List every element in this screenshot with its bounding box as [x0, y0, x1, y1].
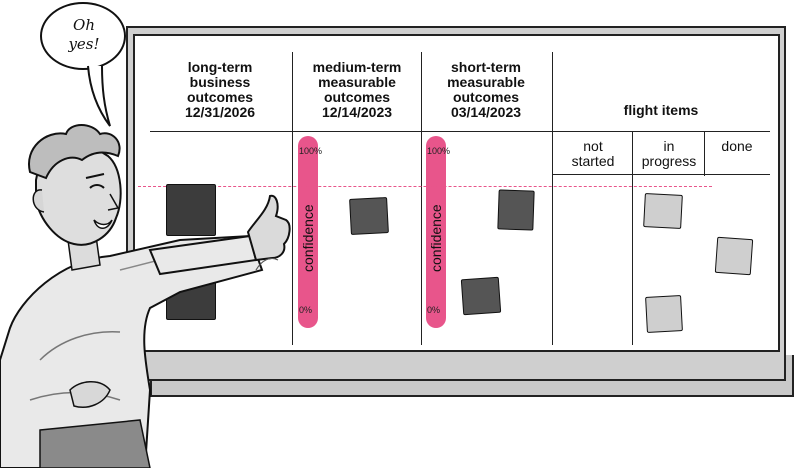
speech-bubble — [40, 2, 126, 70]
header-long-term: long-term business outcomes 12/31/2026 — [184, 59, 256, 120]
sticky-note — [166, 184, 216, 236]
divider-3 — [552, 52, 553, 345]
sticky-note — [460, 276, 502, 316]
header-medium-term: medium-term measurable outcomes 12/14/20… — [312, 59, 402, 120]
speech-bubble-tail — [87, 65, 111, 127]
divider-4 — [632, 131, 633, 345]
header-flight-items: flight items — [623, 102, 699, 118]
sticky-note — [349, 197, 389, 235]
divider-5 — [704, 131, 705, 176]
gauge-medium-word: confidence — [300, 204, 316, 272]
gauge-short-top: 100% — [427, 146, 451, 156]
divider-1 — [292, 52, 293, 345]
gauge-short-bottom: 0% — [427, 305, 441, 315]
subheader-in-progress: in progress — [641, 138, 697, 169]
subheader-done: done — [721, 138, 753, 154]
gauge-medium-bottom: 0% — [299, 305, 313, 315]
gauge-medium-top: 100% — [299, 146, 323, 156]
speech-text: Oh yes! — [68, 16, 100, 53]
target-dashed-line — [138, 186, 712, 187]
sticky-note — [714, 236, 754, 276]
cartoon-character — [0, 124, 291, 468]
gauge-short-word: confidence — [428, 204, 444, 272]
subheader-rule — [552, 174, 770, 175]
sticky-note — [643, 193, 683, 229]
divider-2 — [421, 52, 422, 345]
header-short-term: short-term measurable outcomes 03/14/202… — [447, 59, 525, 120]
confidence-gauge-medium — [298, 136, 318, 328]
subheader-not-started: not started — [571, 138, 615, 169]
sticky-note — [645, 295, 683, 333]
header-rule — [150, 131, 770, 132]
sticky-note — [497, 189, 535, 231]
confidence-gauge-short — [426, 136, 446, 328]
